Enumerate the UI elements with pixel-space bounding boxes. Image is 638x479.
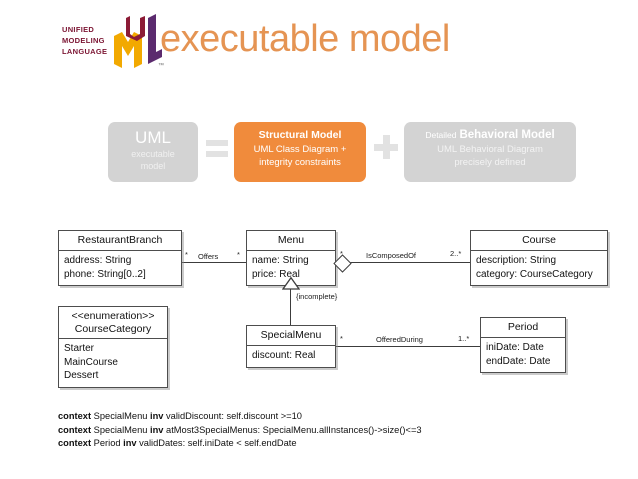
- iscomposedof-label: IsComposedOf: [366, 251, 417, 260]
- attribute-category: category: CourseCategory: [476, 268, 593, 280]
- page-header: UNIFIED MODELING LANGUAGE ™ executable m…: [0, 0, 638, 92]
- page-title: executable model: [160, 18, 450, 60]
- ocl-constraint-row: context Period inv validDates: self.iniD…: [58, 437, 618, 451]
- attribute-address: address: String: [64, 255, 132, 266]
- class-attributes-restaurantbranch: address: String phone: String[0..2]: [59, 251, 181, 285]
- aggregation-diamond-icon: [333, 254, 352, 273]
- ocl-body: validDates: self.iniDate < self.endDate: [139, 438, 297, 448]
- attribute-inidate: iniDate: Date: [486, 342, 544, 353]
- ocl-context-class: SpecialMenu: [93, 411, 148, 421]
- class-box-course[interactable]: Course description: String category: Cou…: [470, 230, 608, 286]
- attribute-name: name: String: [252, 255, 309, 266]
- literal-dessert: Dessert: [64, 370, 99, 381]
- uml-logo-wordmark: UNIFIED MODELING LANGUAGE: [62, 24, 114, 57]
- ocl-context-class: Period: [93, 438, 121, 448]
- offers-label: Offers: [198, 252, 219, 261]
- plus-bar-vertical: [383, 135, 390, 159]
- ocl-body: atMost3SpecialMenus: SpecialMenu.allInst…: [166, 424, 422, 435]
- logo-line-modeling: MODELING: [62, 36, 105, 45]
- uml-logo-mark-icon: ™: [114, 14, 164, 69]
- ocl-constraint-row: context SpecialMenu inv validDiscount: s…: [58, 410, 618, 424]
- ocl-keyword-context: context: [58, 411, 92, 421]
- literal-starter: Starter: [64, 343, 95, 354]
- uml-box-line1: UML: [135, 128, 171, 147]
- generalization-line: [290, 286, 292, 325]
- attribute-enddate: endDate: Date: [486, 355, 551, 367]
- association-offers-line: [182, 262, 246, 264]
- class-box-coursecategory[interactable]: <<enumeration>> CourseCategory Starter M…: [58, 306, 168, 388]
- behavioral-box-line1-prefix: Detailed: [425, 130, 457, 140]
- equals-bar-bottom: [206, 151, 228, 157]
- class-name-specialmenu: SpecialMenu: [247, 326, 335, 346]
- offers-source-multiplicity: *: [185, 250, 188, 259]
- model-formula-band: UML executable model Structural Model UM…: [0, 122, 638, 188]
- equals-bar-top: [206, 140, 228, 146]
- association-iscomposedof-line: [344, 262, 470, 264]
- structural-box-line3: integrity constraints: [259, 157, 341, 168]
- class-box-period[interactable]: Period iniDate: Date endDate: Date: [480, 317, 566, 373]
- attribute-description: description: String: [476, 255, 557, 266]
- offeredduring-target-multiplicity: 1..*: [458, 334, 470, 343]
- ocl-context-class: SpecialMenu: [93, 424, 148, 435]
- behavioral-box-line2: UML Behavioral Diagram: [437, 144, 543, 155]
- structural-box-line1: Structural Model: [258, 129, 342, 141]
- ocl-keyword-context: context: [58, 424, 92, 435]
- structural-box-line2: UML Class Diagram +: [253, 144, 347, 155]
- behavioral-box-line1-strong: Behavioral Model: [459, 129, 555, 141]
- ocl-keyword-context: context: [58, 438, 92, 448]
- ocl-keyword-inv: inv: [150, 424, 164, 435]
- ocl-body: validDiscount: self.discount >=10: [166, 411, 302, 421]
- behavioral-box-line1: Detailed Behavioral Model: [404, 127, 576, 143]
- literal-maincourse: MainCourse: [64, 356, 118, 368]
- class-box-restaurantbranch[interactable]: RestaurantBranch address: String phone: …: [58, 230, 182, 286]
- attribute-price: price: Real: [252, 268, 300, 280]
- uml-class-diagram: * Offers * * IsComposedOf 2..* {incomple…: [0, 222, 638, 394]
- iscomposedof-source-multiplicity: *: [340, 249, 343, 258]
- class-name-course: Course: [471, 231, 607, 251]
- attribute-discount: discount: Real: [252, 350, 316, 361]
- ocl-keyword-inv: inv: [150, 411, 164, 421]
- logo-line-unified: UNIFIED: [62, 25, 95, 34]
- ocl-constraints-block: context SpecialMenu inv validDiscount: s…: [58, 410, 618, 451]
- uml-executable-model-box: UML executable model: [108, 122, 198, 182]
- enumeration-name: CourseCategory: [74, 322, 152, 335]
- class-attributes-course: description: String category: CourseCate…: [471, 251, 607, 285]
- enumeration-stereotype: <<enumeration>>: [71, 310, 155, 322]
- class-attributes-specialmenu: discount: Real: [247, 346, 335, 367]
- plus-operator-icon: [374, 135, 398, 159]
- uml-logo-icon: UNIFIED MODELING LANGUAGE ™: [62, 12, 164, 74]
- equals-operator-icon: [206, 140, 228, 160]
- uml-box-line2: executable: [131, 149, 175, 159]
- generalization-constraint-label: {incomplete}: [296, 292, 338, 301]
- enumeration-header: <<enumeration>> CourseCategory: [59, 307, 167, 339]
- offeredduring-source-multiplicity: *: [340, 334, 343, 343]
- generalization-triangle-icon: [282, 277, 300, 290]
- association-offeredduring-line: [336, 346, 480, 348]
- structural-model-box: Structural Model UML Class Diagram + int…: [234, 122, 366, 182]
- enumeration-literals: Starter MainCourse Dessert: [59, 339, 167, 387]
- svg-text:™: ™: [158, 62, 164, 69]
- class-attributes-period: iniDate: Date endDate: Date: [481, 338, 565, 372]
- behavioral-model-box: Detailed Behavioral Model UML Behavioral…: [404, 122, 576, 182]
- offers-target-multiplicity: *: [237, 250, 240, 259]
- offeredduring-label: OfferedDuring: [376, 335, 423, 344]
- class-name-menu: Menu: [247, 231, 335, 251]
- class-name-restaurantbranch: RestaurantBranch: [59, 231, 181, 251]
- class-attributes-menu: name: String price: Real: [247, 251, 335, 285]
- ocl-constraint-row: context SpecialMenu inv atMost3SpecialMe…: [58, 424, 618, 438]
- attribute-phone: phone: String[0..2]: [64, 268, 146, 280]
- class-name-period: Period: [481, 318, 565, 338]
- uml-box-line3: model: [140, 161, 166, 171]
- ocl-keyword-inv: inv: [123, 438, 137, 448]
- behavioral-box-line3: precisely defined: [454, 157, 526, 168]
- iscomposedof-target-multiplicity: 2..*: [450, 249, 462, 258]
- class-box-specialmenu[interactable]: SpecialMenu discount: Real: [246, 325, 336, 368]
- logo-line-language: LANGUAGE: [62, 47, 108, 56]
